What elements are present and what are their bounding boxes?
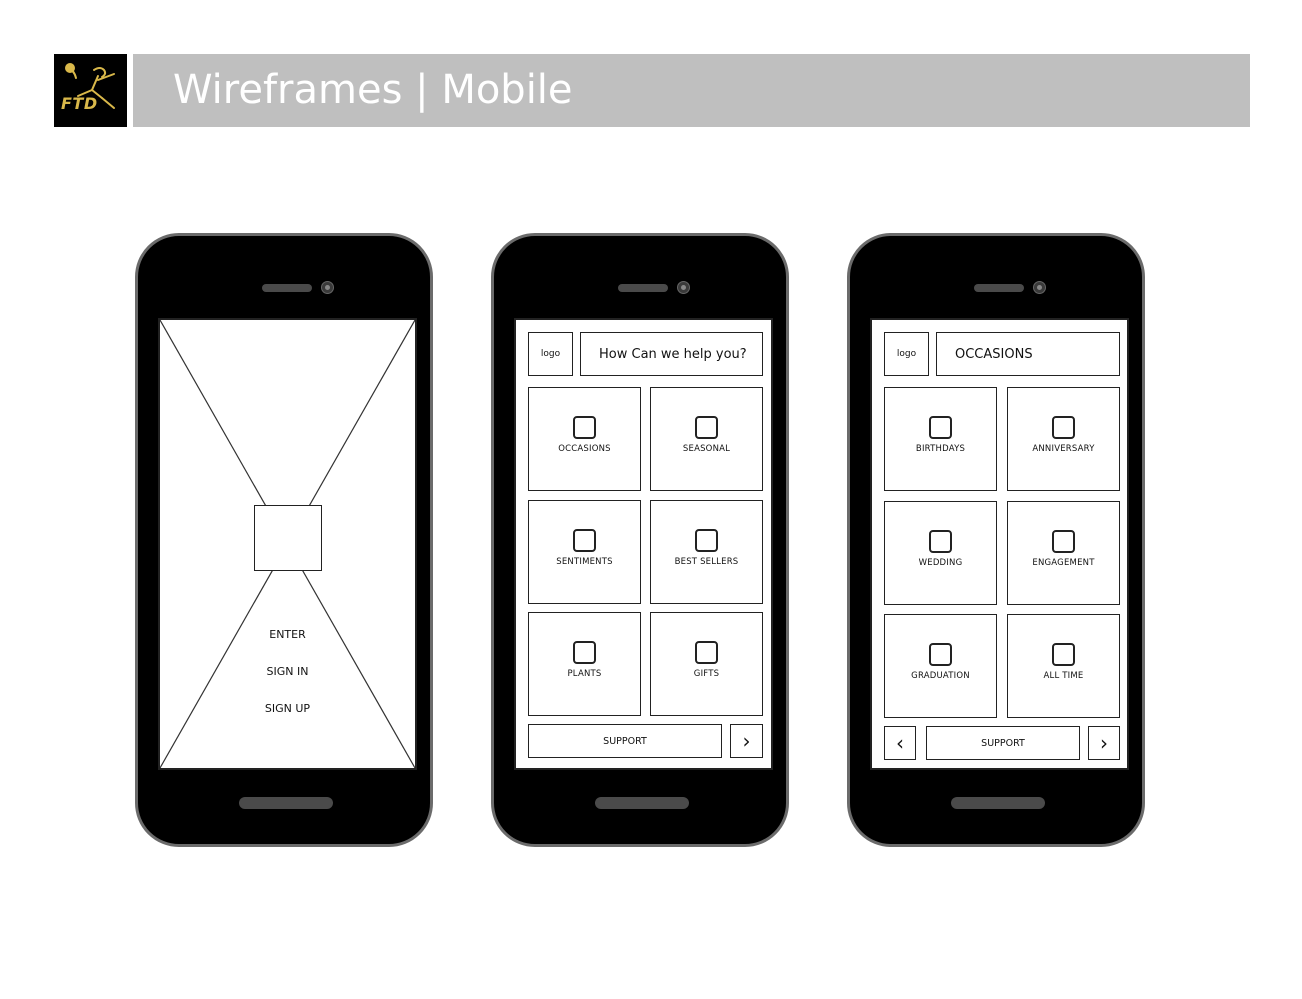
home-button[interactable] <box>239 797 333 809</box>
chevron-right-icon: › <box>1100 731 1108 755</box>
tile-wedding[interactable]: WEDDING <box>884 501 997 605</box>
support-button[interactable]: SUPPORT <box>528 724 722 758</box>
tile-best-sellers[interactable]: BEST SELLERS <box>650 500 763 604</box>
tile-sentiments[interactable]: SENTIMENTS <box>528 500 641 604</box>
occasion-icon <box>929 416 952 439</box>
page-title: Wireframes | Mobile <box>173 67 573 113</box>
category-icon <box>573 416 596 439</box>
sign-in-link[interactable]: SIGN IN <box>266 665 309 678</box>
occasion-icon <box>1052 530 1075 553</box>
tile-label: GIFTS <box>693 669 720 679</box>
category-icon <box>695 416 718 439</box>
screen-splash: ENTER SIGN IN SIGN UP <box>158 318 417 770</box>
title-bar: Wireframes | Mobile <box>133 54 1250 127</box>
category-icon <box>573 529 596 552</box>
chevron-right-icon: › <box>742 729 751 753</box>
home-button[interactable] <box>951 797 1045 809</box>
occasion-icon <box>1052 416 1075 439</box>
brand-text: FTD <box>61 94 98 113</box>
tile-label: ENGAGEMENT <box>1032 558 1095 568</box>
tile-label: BEST SELLERS <box>674 557 739 567</box>
search-input[interactable]: How Can we help you? <box>580 332 763 376</box>
category-icon <box>695 529 718 552</box>
sign-up-link[interactable]: SIGN UP <box>264 702 311 715</box>
screen-occasions: logo OCCASIONS BIRTHDAYS ANNIVERSARY WED… <box>870 318 1129 770</box>
tile-engagement[interactable]: ENGAGEMENT <box>1007 501 1120 605</box>
tile-graduation[interactable]: GRADUATION <box>884 614 997 718</box>
camera-icon <box>677 281 690 294</box>
camera-icon <box>321 281 334 294</box>
occasion-icon <box>929 530 952 553</box>
category-icon <box>695 641 718 664</box>
speaker <box>618 284 668 292</box>
tile-label: ALL TIME <box>1043 671 1084 681</box>
home-button[interactable] <box>595 797 689 809</box>
tile-gifts[interactable]: GIFTS <box>650 612 763 716</box>
tile-label: BIRTHDAYS <box>915 444 966 454</box>
phone-splash: ENTER SIGN IN SIGN UP <box>135 233 433 847</box>
ftd-logo: FTD <box>54 54 127 127</box>
occasions-heading: OCCASIONS <box>936 332 1120 376</box>
tile-birthdays[interactable]: BIRTHDAYS <box>884 387 997 491</box>
enter-link[interactable]: ENTER <box>269 628 306 641</box>
speaker <box>262 284 312 292</box>
tile-label: SENTIMENTS <box>556 557 613 567</box>
tile-plants[interactable]: PLANTS <box>528 612 641 716</box>
tile-label: ANNIVERSARY <box>1032 444 1095 454</box>
tile-label: OCCASIONS <box>558 444 611 454</box>
next-button[interactable]: › <box>730 724 763 758</box>
logo-placeholder <box>254 505 322 571</box>
support-button[interactable]: SUPPORT <box>926 726 1080 760</box>
logo-placeholder: logo <box>884 332 929 376</box>
logo-placeholder: logo <box>528 332 573 376</box>
screen-categories: logo How Can we help you? OCCASIONS SEAS… <box>514 318 773 770</box>
prev-button[interactable]: ‹ <box>884 726 916 760</box>
category-icon <box>573 641 596 664</box>
speaker <box>974 284 1024 292</box>
occasion-icon <box>929 643 952 666</box>
tile-anniversary[interactable]: ANNIVERSARY <box>1007 387 1120 491</box>
camera-icon <box>1033 281 1046 294</box>
chevron-left-icon: ‹ <box>896 731 904 755</box>
tile-occasions[interactable]: OCCASIONS <box>528 387 641 491</box>
tile-label: PLANTS <box>567 669 602 679</box>
tile-label: WEDDING <box>918 558 963 568</box>
tile-label: SEASONAL <box>682 444 731 454</box>
mercury-figure-icon <box>65 63 115 109</box>
next-button[interactable]: › <box>1088 726 1120 760</box>
tile-label: GRADUATION <box>911 671 970 681</box>
tile-seasonal[interactable]: SEASONAL <box>650 387 763 491</box>
phone-categories: logo How Can we help you? OCCASIONS SEAS… <box>491 233 789 847</box>
tile-all-time[interactable]: ALL TIME <box>1007 614 1120 718</box>
phone-occasions: logo OCCASIONS BIRTHDAYS ANNIVERSARY WED… <box>847 233 1145 847</box>
occasion-icon <box>1052 643 1075 666</box>
